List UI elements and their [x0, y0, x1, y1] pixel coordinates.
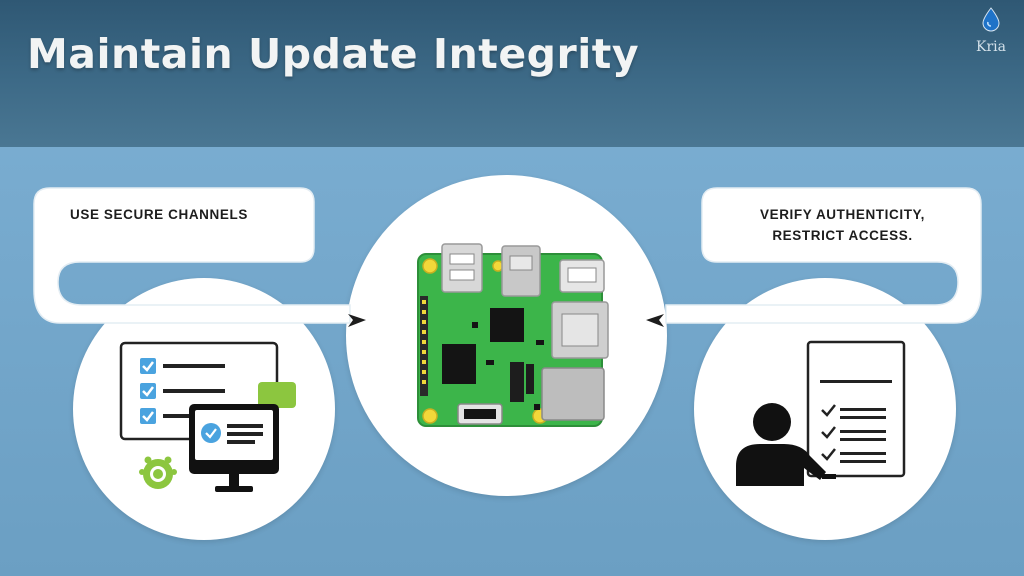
water-drop-icon	[982, 7, 1000, 32]
step-label-line-2: RESTRICT ACCESS.	[772, 228, 913, 243]
page-title: Maintain Update Integrity	[27, 30, 640, 78]
step-label-line-1: VERIFY AUTHENTICITY,	[759, 207, 925, 222]
brand-label: Kria	[976, 39, 1006, 55]
header-banner: Maintain Update Integrity Kria	[0, 0, 1024, 147]
step-label-secure-channels: USE SECURE CHANNELS	[70, 207, 248, 222]
person-checklist-icon	[736, 340, 906, 486]
step-label-verify-authenticity: VERIFY AUTHENTICITY, RESTRICT ACCESS.	[740, 204, 945, 246]
brand-logo: Kria	[972, 6, 1010, 55]
circuit-board-icon	[417, 243, 609, 427]
checklist-monitor-icon	[119, 341, 296, 492]
